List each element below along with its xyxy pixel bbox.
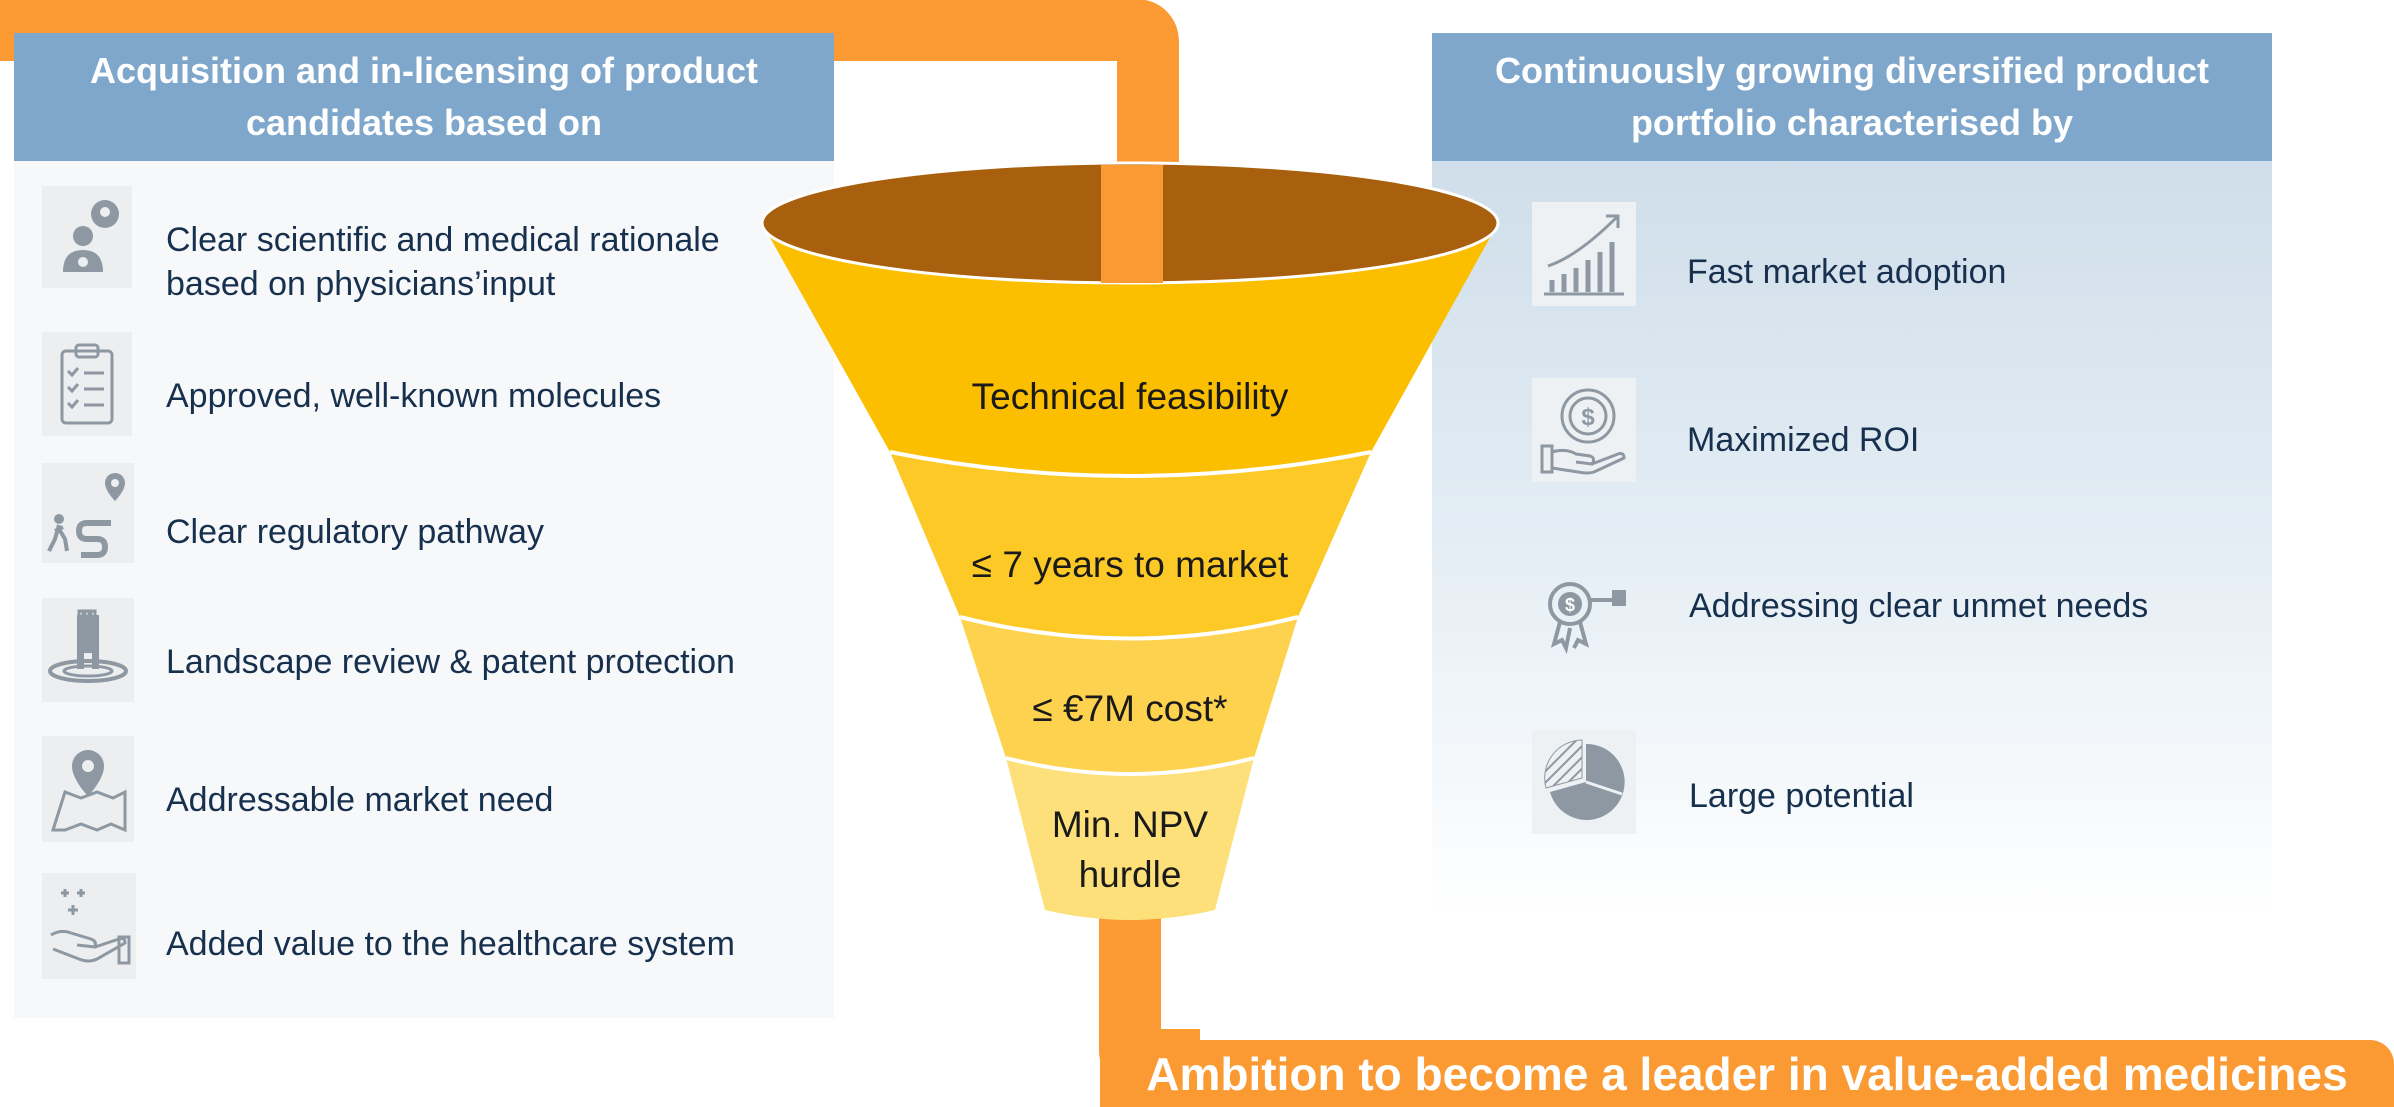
right-item-2-label: Maximized ROI [1687,421,1920,459]
funnel-stage-1 [763,225,1497,476]
right-header-text: Continuously growing diversified product… [1494,50,2209,143]
left-item-1-label: Clear scientific and medical rationale b… [166,221,720,303]
left-item-4-label: Landscape review & patent protection [166,643,735,681]
left-item-2-label: Approved, well-known molecules [166,377,662,415]
svg-text:$: $ [1581,404,1595,431]
left-item-5-label: Addressable market need [166,781,554,819]
svg-text:$: $ [1565,595,1575,615]
right-panel-header: Continuously growing diversified product… [1432,33,2272,161]
walking-path-icon [42,463,134,563]
funnel-stage-3-label: ≤ €7M cost* [1032,688,1228,729]
dollar-award-target-icon: $ [1532,560,1636,664]
left-panel-header: Acquisition and in-licensing of product … [14,33,834,161]
funnel-stage-2-label: ≤ 7 years to market [971,544,1289,585]
left-item-6-label: Added value to the healthcare system [166,925,735,963]
left-header-text: Acquisition and in-licensing of product … [90,50,758,143]
right-item-1-label: Fast market adoption [1687,253,2007,291]
tower-landscape-icon [42,598,134,702]
right-item-4-label: Large potential [1689,777,1914,815]
hand-plus-icon [42,873,136,979]
pipeline-top [0,0,1179,290]
funnel-stage-4 [1006,758,1254,920]
ambition-text: Ambition to become a leader in value-add… [1146,1047,2348,1100]
ambition-banner: Ambition to become a leader in value-add… [1100,1040,2394,1107]
funnel-stage-1-label: Technical feasibility [971,376,1289,417]
map-pin-icon [42,736,134,842]
funnel-stage-3 [960,617,1298,774]
dollar-hand-icon: $ [1532,378,1636,482]
pipeline-inlet [1101,165,1163,283]
growth-chart-icon [1532,202,1636,306]
doctor-location-icon [42,186,132,288]
right-item-3-label: Addressing clear unmet needs [1689,587,2149,625]
funnel-stage-4-label: Min. NPV hurdle [1051,804,1209,895]
funnel-stage-2 [890,452,1371,639]
clipboard-checklist-icon [42,332,132,436]
left-criteria-panel [14,158,834,1018]
left-item-3-label: Clear regulatory pathway [166,513,544,551]
pie-chart-icon [1532,730,1636,834]
